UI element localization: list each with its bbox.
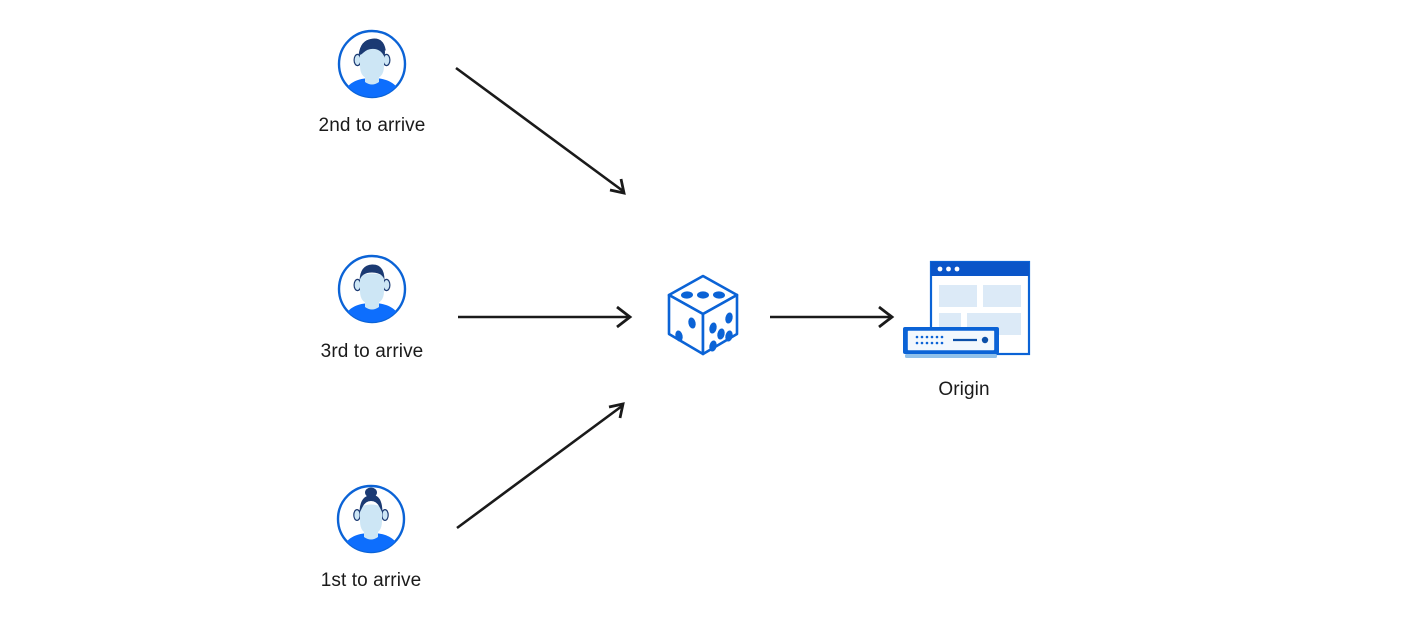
node-user-3rd[interactable] — [336, 253, 408, 325]
label-user-3rd: 3rd to arrive — [320, 341, 424, 362]
label-origin: Origin — [938, 379, 990, 400]
label-user-1st: 1st to arrive — [320, 570, 422, 591]
origin-server-icon — [903, 260, 1031, 358]
label-user-2nd: 2nd to arrive — [318, 115, 426, 136]
arrow-3rd-to-loadbalancer — [458, 305, 633, 329]
node-user-2nd[interactable] — [336, 28, 408, 100]
arrow-loadbalancer-to-origin — [770, 305, 895, 329]
user-avatar-icon — [337, 254, 407, 324]
dice-icon — [667, 274, 739, 356]
browser-window-icon — [929, 260, 1031, 356]
router-device-icon — [903, 327, 999, 358]
node-origin[interactable] — [895, 258, 1035, 368]
arrow-2nd-to-loadbalancer — [455, 66, 626, 195]
node-user-1st[interactable] — [335, 483, 407, 555]
node-load-balancer[interactable] — [660, 270, 746, 362]
user-avatar-icon — [336, 484, 406, 554]
user-avatar-icon — [337, 29, 407, 99]
arrow-1st-to-loadbalancer — [456, 402, 625, 530]
